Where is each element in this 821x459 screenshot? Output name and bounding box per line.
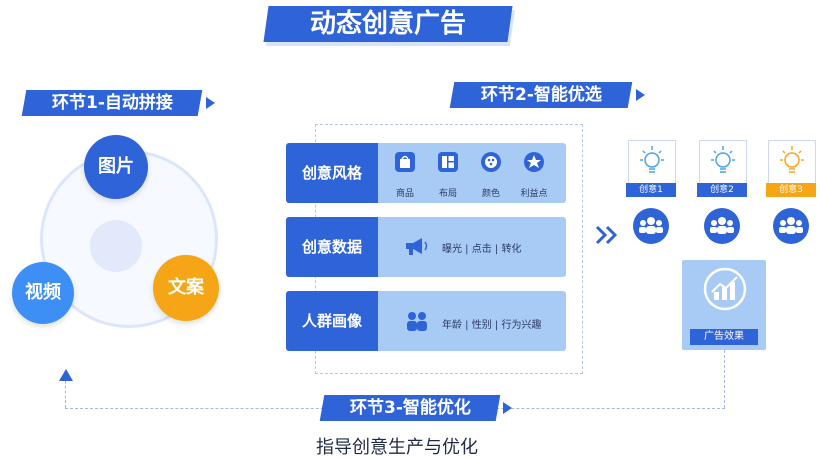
- bulb-icon: [640, 146, 664, 173]
- ring-center: [90, 220, 142, 272]
- creative2-card: [699, 140, 747, 186]
- style-item-color: 颜色: [481, 189, 500, 199]
- step1-tag: 环节1-自动拼接: [21, 90, 203, 116]
- row-audience-label: 人群画像: [286, 291, 378, 351]
- bag-icon: [395, 152, 415, 172]
- people-icon: [404, 310, 430, 336]
- creative3-card: [768, 140, 816, 186]
- row-audience-body: [378, 291, 566, 351]
- creative3-ribbon: 创意3: [766, 183, 816, 197]
- row-creative-data-text: 曝光 | 点击 | 转化: [442, 244, 522, 255]
- double-chevron-icon: [594, 224, 620, 250]
- creative2-people-icon: [704, 208, 740, 244]
- style-item-product: 商品: [395, 189, 414, 199]
- ad-effect-label: 广告效果: [690, 329, 758, 345]
- step3-arrow-icon: [503, 402, 512, 414]
- bulb-icon: [780, 146, 804, 173]
- style-item-layout: 布局: [438, 189, 457, 199]
- bulb-icon: [711, 146, 735, 173]
- creative1-card: [628, 140, 676, 186]
- step2-arrow-icon: [636, 89, 645, 101]
- layout-icon: [438, 152, 458, 172]
- creative3-people-icon: [773, 208, 809, 244]
- up-arrow-icon: [59, 366, 73, 385]
- image-circle: 图片: [84, 135, 148, 199]
- row-creative-style-label: 创意风格: [286, 143, 378, 203]
- step3-tag: 环节3-智能优化: [319, 395, 501, 421]
- creative2-ribbon: 创意2: [697, 183, 747, 197]
- row-audience-text: 年龄 | 性别 | 行为兴趣: [442, 320, 542, 331]
- copy-circle: 文案: [153, 255, 219, 321]
- style-item-benefit: 利益点: [520, 189, 548, 199]
- feedback-loop-right-line: [724, 350, 725, 408]
- row-creative-data-label: 创意数据: [286, 217, 378, 277]
- chart-icon: [702, 266, 748, 316]
- creative1-people-icon: [633, 208, 669, 244]
- palette-icon: [481, 152, 501, 172]
- megaphone-icon: [404, 236, 430, 260]
- page-title: 动态创意广告: [263, 6, 513, 42]
- bottom-caption: 指导创意生产与优化: [316, 437, 478, 458]
- step2-tag: 环节2-智能优选: [449, 82, 633, 108]
- video-circle: 视频: [12, 262, 74, 324]
- feedback-loop-left-line: [65, 376, 66, 408]
- step1-arrow-icon: [206, 97, 215, 109]
- creative1-ribbon: 创意1: [626, 183, 676, 197]
- star-icon: [524, 152, 544, 172]
